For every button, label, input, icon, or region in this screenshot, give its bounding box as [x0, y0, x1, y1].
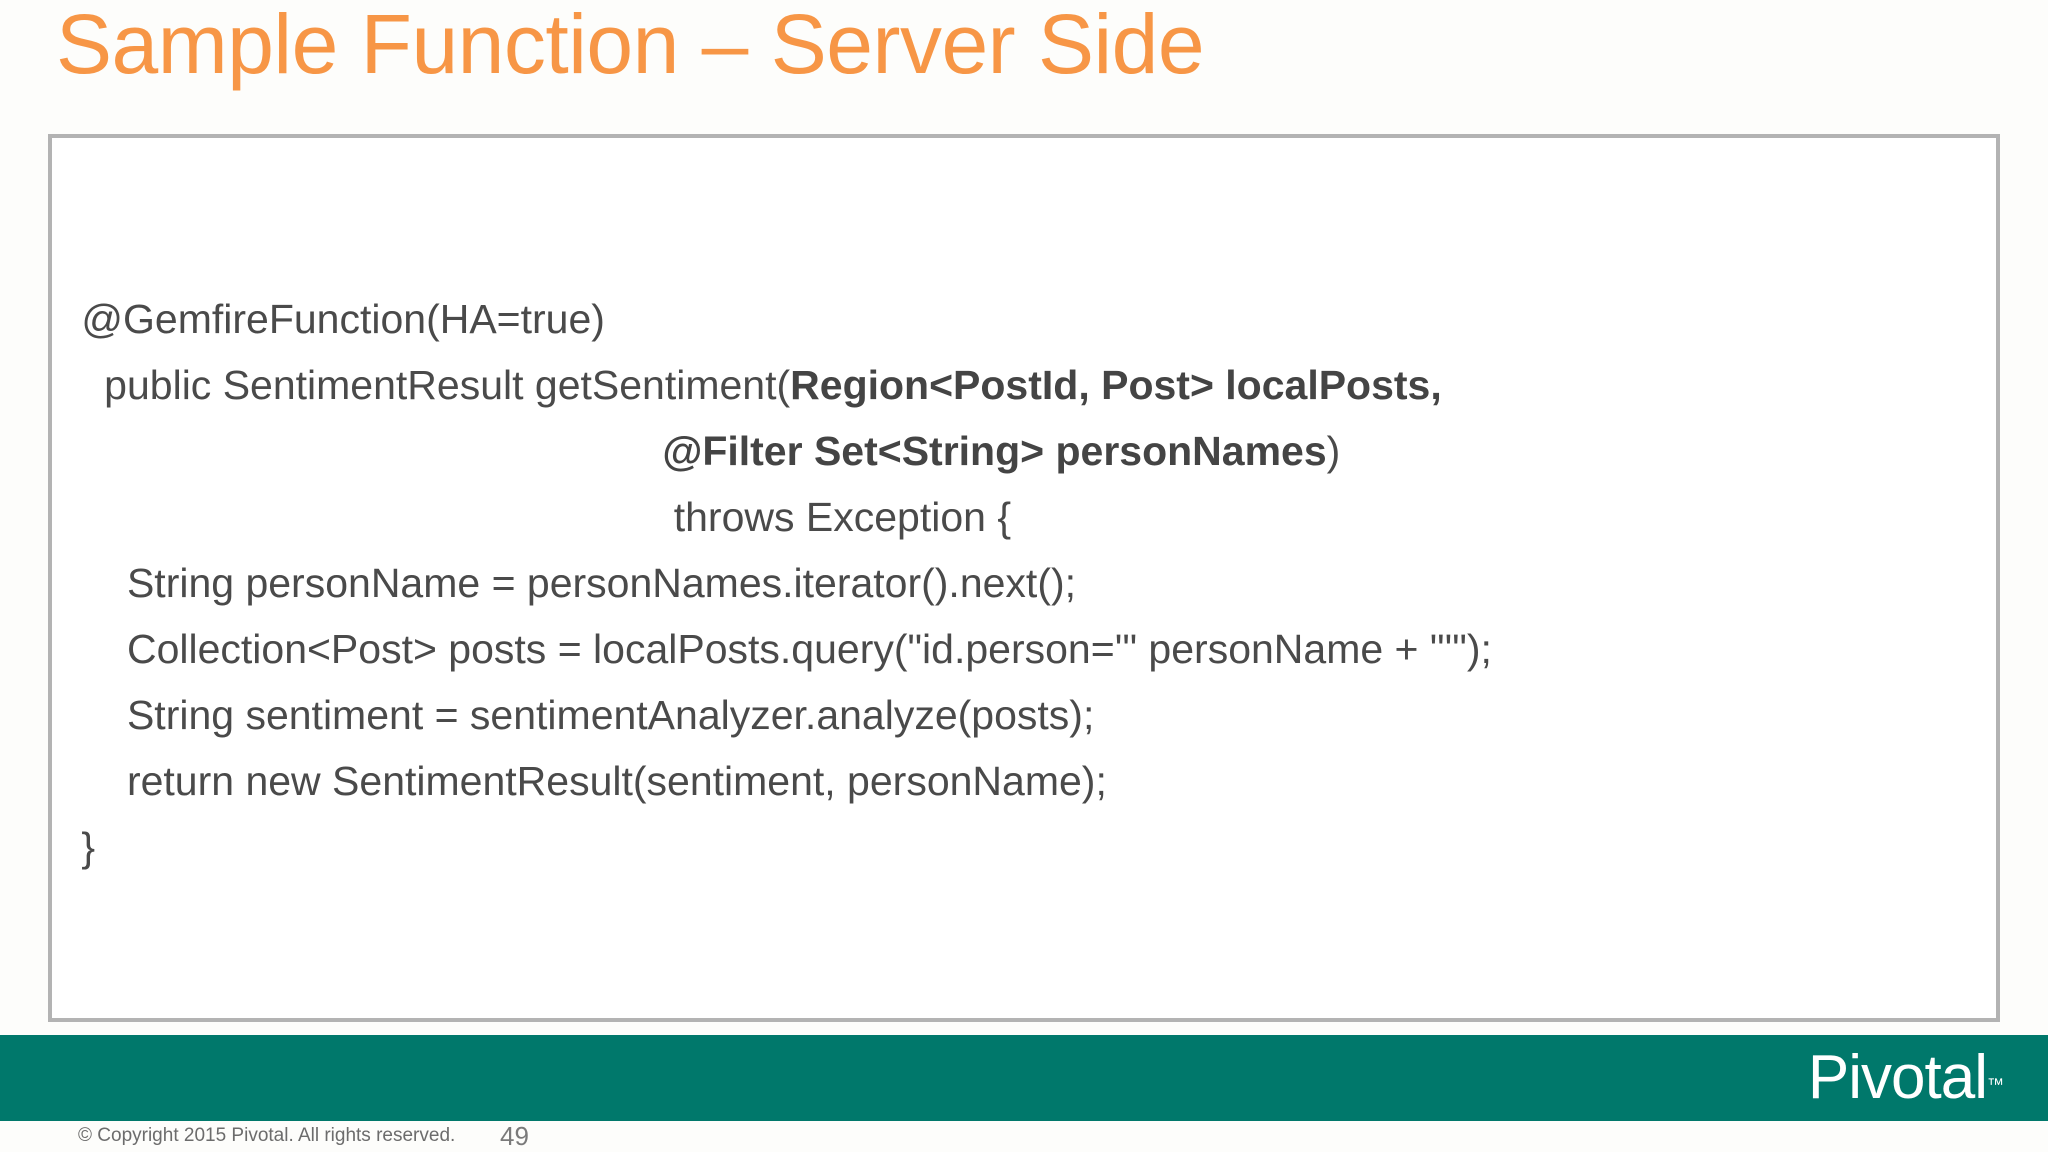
pivotal-logo-text: Pivotal [1807, 1043, 1988, 1112]
code-body: @GemfireFunction(HA=true) public Sentime… [70, 286, 1986, 880]
code-token: public SentimentResult getSentiment( [70, 362, 791, 408]
trademark-icon: ™ [1987, 1075, 2004, 1094]
code-token: String personName = personNames.iterator… [70, 560, 1077, 606]
code-token-emphasis: Region<PostId, Post> localPosts, [790, 362, 1442, 408]
code-line: String sentiment = sentimentAnalyzer.ana… [70, 682, 1986, 748]
code-line: String personName = personNames.iterator… [70, 550, 1986, 616]
code-line: Collection<Post> posts = localPosts.quer… [70, 616, 1986, 682]
code-line: return new SentimentResult(sentiment, pe… [70, 748, 1986, 814]
code-token: throws Exception { [70, 494, 1012, 540]
code-line: throws Exception { [70, 484, 1986, 550]
code-token: String sentiment = sentimentAnalyzer.ana… [70, 692, 1095, 738]
code-token: return new SentimentResult(sentiment, pe… [70, 758, 1107, 804]
code-line: } [70, 814, 1986, 880]
code-line: @GemfireFunction(HA=true) [70, 286, 1986, 352]
code-line: public SentimentResult getSentiment(Regi… [70, 352, 1986, 418]
copyright-text: © Copyright 2015 Pivotal. All rights res… [78, 1125, 456, 1146]
code-token: } [70, 824, 96, 870]
footer-bar [0, 1035, 2048, 1121]
code-token: @GemfireFunction(HA=true) [70, 296, 605, 342]
page-title: Sample Function – Server Side [56, 0, 1205, 91]
code-line: @Filter Set<String> personNames) [70, 418, 1986, 484]
page-number: 49 [500, 1121, 529, 1151]
pivotal-logo: Pivotal™ [1808, 1042, 2004, 1121]
code-token: Collection<Post> posts = localPosts.quer… [70, 626, 1492, 672]
code-token-emphasis: @Filter Set<String> personNames [662, 428, 1327, 474]
code-token [70, 428, 662, 474]
code-token: ) [1326, 428, 1341, 474]
code-block-container: @GemfireFunction(HA=true) public Sentime… [48, 134, 2000, 1022]
